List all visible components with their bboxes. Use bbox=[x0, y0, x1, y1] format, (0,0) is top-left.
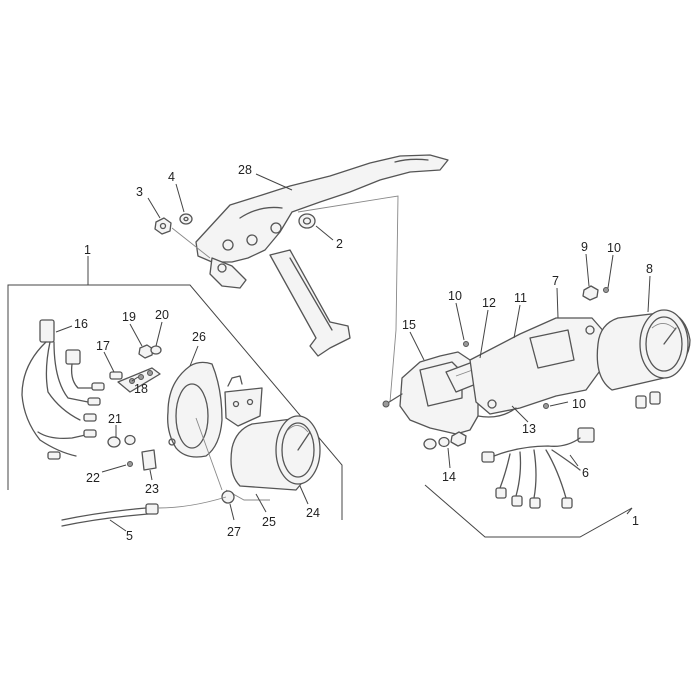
callout-10-right: 10 bbox=[572, 397, 586, 411]
screw-part-10-top bbox=[603, 287, 609, 293]
callout-10-left: 10 bbox=[448, 289, 462, 303]
washer-part-4 bbox=[179, 213, 193, 225]
alignment-line-26 bbox=[195, 417, 223, 491]
callout-1-left: 1 bbox=[84, 243, 91, 257]
washer-part-21 bbox=[107, 434, 136, 448]
mounting-plate-part-7 bbox=[469, 317, 607, 415]
callout-11: 11 bbox=[514, 291, 527, 305]
callout-13: 13 bbox=[522, 422, 536, 436]
callout-10-top: 10 bbox=[607, 241, 621, 255]
callout-24: 24 bbox=[306, 506, 320, 520]
callout-8: 8 bbox=[646, 262, 653, 276]
screw-part-22 bbox=[127, 461, 133, 467]
speedometer-part-24 bbox=[230, 415, 321, 491]
wiring-harness-right bbox=[481, 427, 595, 509]
nut-part-9 bbox=[582, 285, 599, 301]
screw-part-10-left bbox=[463, 341, 469, 347]
callout-27: 27 bbox=[227, 525, 241, 539]
callout-16: 16 bbox=[74, 317, 88, 331]
callout-21: 21 bbox=[108, 412, 122, 426]
callout-6: 6 bbox=[582, 466, 589, 480]
nut-part-19 bbox=[138, 344, 154, 359]
speedometer-cable-part-5 bbox=[61, 496, 227, 527]
indicator-strip-part-18 bbox=[117, 367, 161, 393]
callout-18: 18 bbox=[134, 382, 148, 396]
callout-4: 4 bbox=[168, 170, 175, 184]
callout-23: 23 bbox=[145, 482, 159, 496]
callout-1-right: 1 bbox=[632, 514, 639, 528]
leader-lines bbox=[55, 173, 651, 532]
bracket-part-13 bbox=[477, 407, 517, 418]
alignment-line-left bbox=[171, 227, 211, 259]
nut-part-3 bbox=[154, 217, 172, 235]
instrument-housing-part-15 bbox=[382, 351, 479, 435]
wiring-harness-left bbox=[21, 319, 105, 460]
callout-9: 9 bbox=[581, 240, 588, 254]
screw-part-10-right bbox=[543, 403, 549, 409]
spacer-part-23 bbox=[141, 449, 157, 471]
right-assembly-boundary bbox=[424, 484, 633, 538]
callout-20: 20 bbox=[155, 308, 169, 322]
instrument-bracket bbox=[195, 154, 449, 357]
callout-7: 7 bbox=[552, 274, 559, 288]
bulb-holder-part-17 bbox=[109, 371, 123, 380]
left-assembly-boundary bbox=[7, 262, 343, 520]
callout-labels: 1 1 2 3 4 5 6 7 8 9 10 10 10 11 12 13 14… bbox=[74, 163, 653, 543]
callout-12: 12 bbox=[482, 296, 496, 310]
grommet-part-2 bbox=[298, 213, 316, 229]
washer-part-20 bbox=[150, 345, 162, 355]
gauge-part-8 bbox=[596, 309, 691, 409]
callout-22: 22 bbox=[86, 471, 100, 485]
instrument-housing-part-26 bbox=[167, 361, 223, 458]
mounting-plate bbox=[224, 375, 263, 427]
callout-15: 15 bbox=[402, 318, 416, 332]
callout-28: 28 bbox=[238, 163, 252, 177]
callout-5: 5 bbox=[126, 529, 133, 543]
callout-2: 2 bbox=[336, 237, 343, 251]
callout-25: 25 bbox=[262, 515, 276, 529]
callout-19: 19 bbox=[122, 310, 136, 324]
washer-part-14 bbox=[423, 431, 467, 450]
callout-17: 17 bbox=[96, 339, 110, 353]
callout-3: 3 bbox=[136, 185, 143, 199]
grommet-part-27 bbox=[221, 490, 235, 504]
callout-26: 26 bbox=[192, 330, 206, 344]
alignment-line bbox=[297, 195, 399, 403]
callout-14: 14 bbox=[442, 470, 456, 484]
